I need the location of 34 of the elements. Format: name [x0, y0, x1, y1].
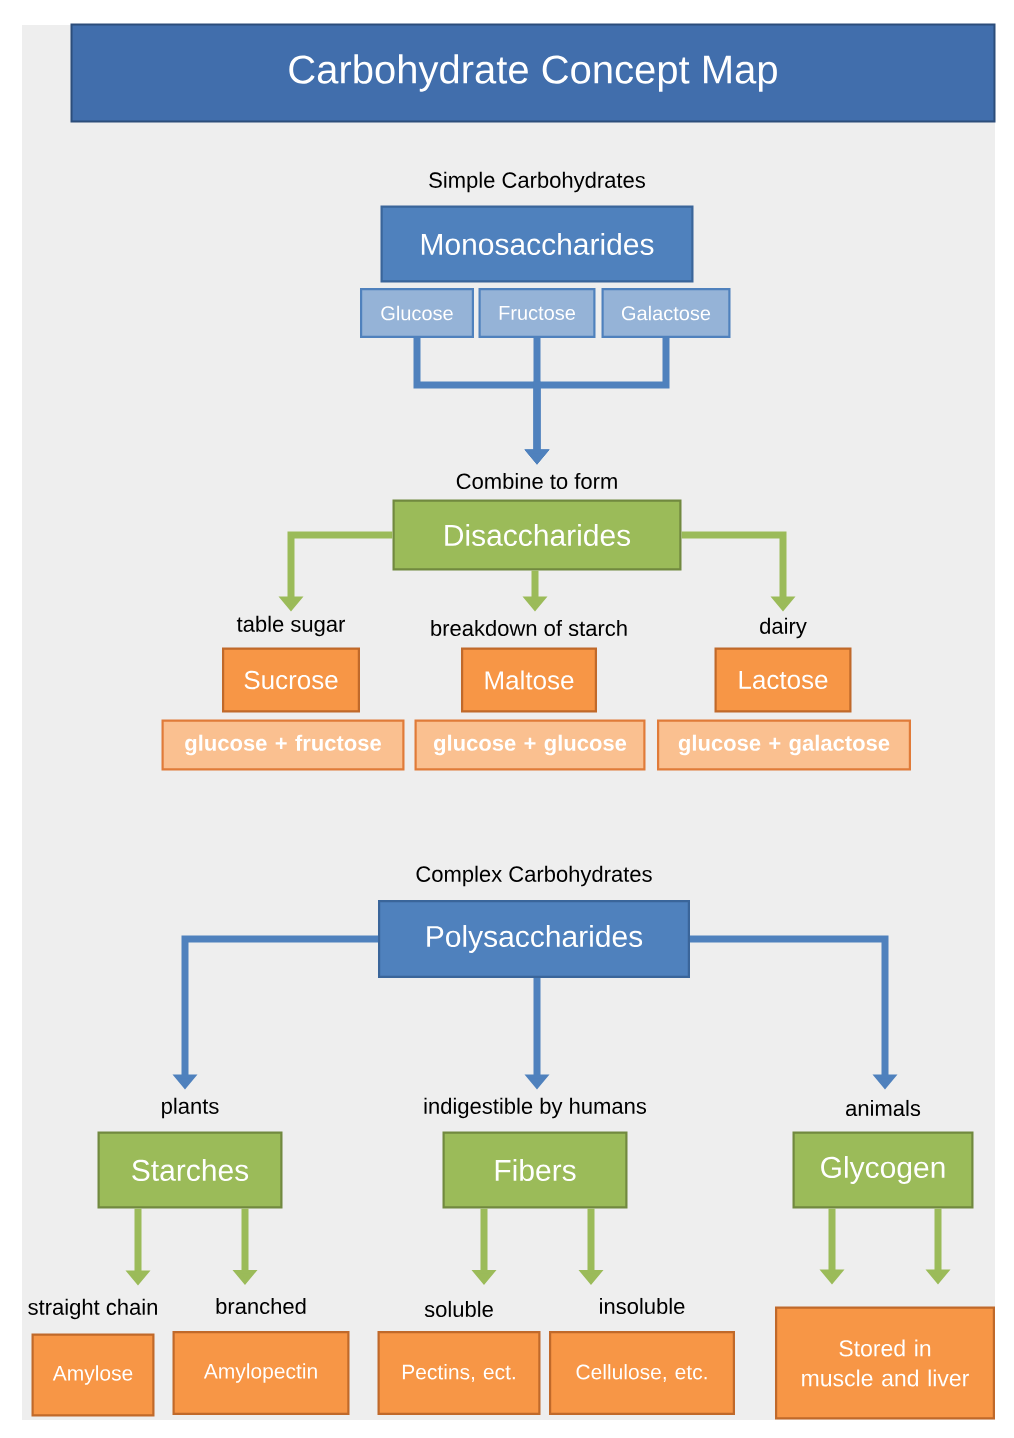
heading-label: Combine to form — [456, 472, 617, 490]
heading-label: branched — [216, 1297, 306, 1315]
concept-box: Cellulose, etc. — [549, 1331, 735, 1415]
concept-box: Fibers — [442, 1131, 628, 1209]
concept-box: Glucose — [360, 288, 474, 338]
concept-box: Disaccharides — [392, 499, 682, 571]
concept-box: Starches — [97, 1131, 283, 1209]
concept-box: glucose + galactose — [657, 719, 911, 771]
concept-box: Sucrose — [222, 647, 360, 713]
heading-label: animals — [846, 1099, 921, 1117]
concept-box: Monosaccharides — [380, 205, 694, 283]
concept-box: Galactose — [601, 288, 731, 338]
heading-label: table sugar — [236, 615, 345, 637]
heading-label: breakdown of starch — [431, 619, 627, 637]
concept-box: Fructose — [478, 288, 596, 338]
heading-label: Complex Carbohydrates — [416, 865, 652, 887]
heading-label: straight chain — [28, 1298, 157, 1320]
heading-label: plants — [162, 1097, 219, 1119]
concept-box: glucose + glucose — [414, 719, 646, 771]
heading-label: dairy — [760, 617, 807, 639]
heading-label: Simple Carbohydrates — [429, 171, 645, 193]
concept-box: Pectins, ect. — [377, 1331, 541, 1415]
concept-box: Polysaccharides — [378, 900, 690, 978]
concept-box: glucose + fructose — [161, 719, 405, 771]
concept-box: Stored in muscle and liver — [775, 1306, 995, 1420]
title-banner: Carbohydrate Concept Map — [70, 23, 996, 123]
concept-box: Lactose — [714, 647, 852, 713]
concept-box: Maltose — [461, 647, 597, 713]
heading-label: soluble — [424, 1300, 493, 1318]
heading-label: indigestible by humans — [424, 1097, 647, 1119]
concept-box: Glycogen — [792, 1131, 974, 1209]
concept-box: Amylopectin — [172, 1331, 350, 1415]
concept-box: Amylose — [31, 1333, 155, 1417]
heading-label: insoluble — [600, 1297, 685, 1315]
